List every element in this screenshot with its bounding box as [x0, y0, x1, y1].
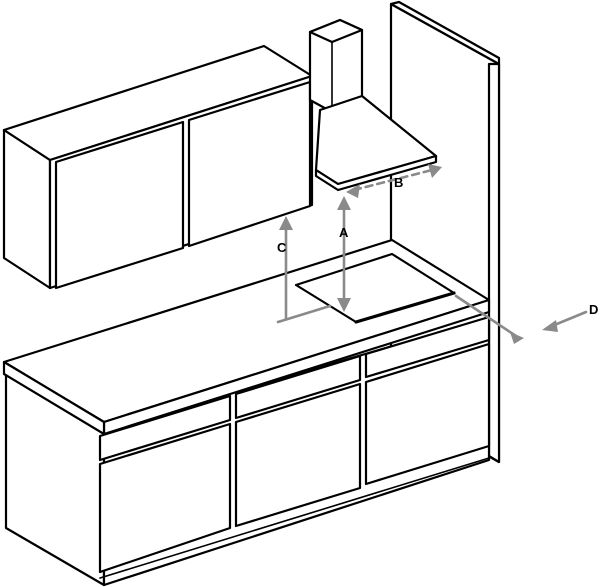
dimension-d-arrow-right	[542, 320, 558, 332]
plinth-line	[99, 457, 490, 579]
dimension-markers	[276, 164, 588, 344]
dimension-a-arrow-top	[337, 196, 351, 210]
hood-bottom-edge	[314, 154, 438, 192]
dimension-c-base	[276, 304, 332, 324]
cabinet-door-middle	[234, 382, 362, 528]
drawer-front-left	[98, 394, 232, 462]
dimension-b-line	[352, 168, 434, 192]
cabinet-door-left	[98, 422, 232, 574]
dimension-d-arrow-left	[510, 332, 524, 344]
dimension-d-guide	[454, 294, 518, 338]
cooktop-front-edge	[354, 291, 456, 324]
label-d: D	[589, 302, 598, 317]
label-c: C	[277, 240, 287, 255]
cooktop	[294, 252, 456, 324]
dimension-b-arrow-right	[428, 164, 442, 178]
dimension-b-arrow-left	[346, 184, 360, 198]
wall-cabinet-unit	[2, 44, 314, 290]
wall-cabinet-door-left	[54, 120, 185, 290]
side-wall-edge	[487, 62, 501, 464]
label-b: B	[394, 175, 403, 190]
drawer-front-right	[364, 315, 491, 379]
dimension-d-line	[550, 310, 588, 328]
side-wall-top-edge	[389, 0, 501, 66]
hood-chimney-top	[308, 18, 364, 44]
dimension-c-arrow-top	[279, 216, 293, 230]
drawer-front-middle	[234, 354, 362, 420]
cabinet-door-right	[364, 342, 491, 486]
label-a: A	[339, 225, 349, 240]
dimension-a-arrow-bottom	[337, 298, 351, 312]
cooker-hood	[308, 18, 438, 192]
wall-cabinet-door-right	[187, 80, 312, 248]
